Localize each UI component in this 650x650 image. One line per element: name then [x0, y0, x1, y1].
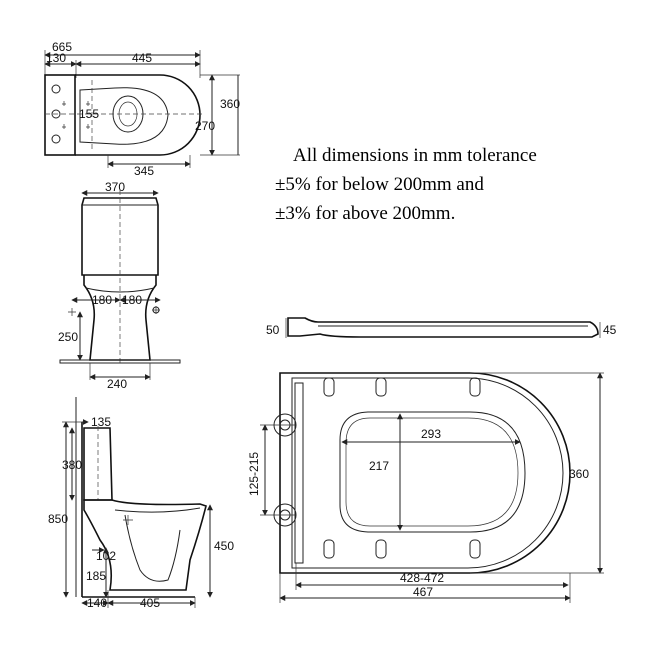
dim-overall-width: 665 — [52, 40, 72, 54]
dim-opening-width: 217 — [369, 459, 389, 473]
dim-cistern-width: 370 — [105, 180, 125, 194]
tolerance-notes: All dimensions in mm tolerance ±5% for b… — [275, 145, 537, 224]
dim-seat-front-height: 45 — [603, 323, 617, 337]
dim-rim-height: 450 — [214, 539, 234, 553]
dim-bowl-width: 270 — [195, 119, 215, 133]
dim-fixing-left: 180 — [92, 293, 112, 307]
seat-plan-view: 293 217 125-215 360 428-472 467 — [247, 372, 604, 603]
dim-hinge-range: 125-215 — [247, 452, 261, 496]
dim-outlet-offset: 185 — [86, 569, 106, 583]
dim-base-width: 240 — [107, 377, 127, 391]
front-view: 370 180 180 250 240 — [58, 180, 181, 391]
dim-cistern-depth: 130 — [46, 51, 66, 65]
dim-bowl-length: 445 — [132, 51, 152, 65]
dim-cistern-height: 380 — [62, 458, 82, 472]
dim-seat-depth: 360 — [569, 467, 589, 481]
seat-profile-view: 50 45 — [266, 317, 617, 338]
dim-fixing-height: 250 — [58, 330, 78, 344]
dim-fixing-right: 180 — [122, 293, 142, 307]
dim-cistern-top: 135 — [91, 415, 111, 429]
dim-bowl-to-front: 345 — [134, 164, 154, 178]
dim-fixing-offset: 155 — [79, 107, 99, 121]
dim-outlet-to-front: 405 — [140, 596, 160, 610]
dim-seat-length-range: 428-472 — [400, 571, 444, 585]
dim-seat-length: 467 — [413, 585, 433, 599]
note-line-3: ±3% for above 200mm. — [275, 203, 455, 224]
dim-opening-length: 293 — [421, 427, 441, 441]
note-line-2: ±5% for below 200mm and — [275, 174, 484, 195]
note-line-1: All dimensions in mm tolerance — [293, 145, 537, 166]
dim-wall-to-outlet: 140 — [87, 596, 107, 610]
dim-seat-profile-height: 50 — [266, 323, 280, 337]
dim-overall-height: 850 — [48, 512, 68, 526]
dim-overall-depth: 360 — [220, 97, 240, 111]
plan-view: 665 130 445 155 360 270 345 — [44, 40, 240, 178]
side-view: 135 380 850 450 102 185 140 405 — [48, 397, 234, 610]
